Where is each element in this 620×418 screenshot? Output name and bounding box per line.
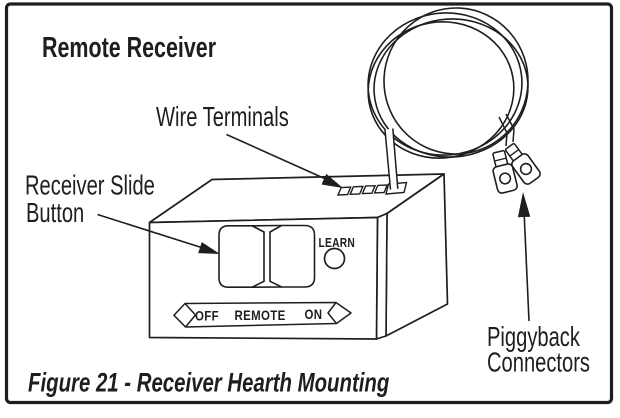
banner-left-chevron [184,302,197,328]
terminal-slot [349,185,364,196]
switch-label-remote: REMOTE [235,307,286,323]
svg-text:Figure 21 - Receiver Hearth Mo: Figure 21 - Receiver Hearth Mounting [28,369,390,398]
svg-text:LEARN: LEARN [319,237,356,250]
switch-label-off: OFF [195,307,219,323]
terminal-slot [361,184,377,195]
svg-text:Piggyback: Piggyback [487,322,581,353]
arrowhead [517,192,531,218]
piggyback-connectors-label-line1: Piggyback [487,322,581,353]
receiver-slide-button-label-line2: Button [26,198,84,229]
slide-button-arrow [97,213,220,254]
svg-text:ON: ON [305,306,323,322]
svg-text:Wire Terminals: Wire Terminals [156,102,289,133]
svg-text:Connectors: Connectors [487,347,590,378]
receiver-slide-button [218,224,316,288]
figure-border [4,2,614,405]
terminal-slot [336,186,352,196]
banner-right-chevron [327,302,338,324]
receiver-wires [384,128,399,190]
svg-text:Receiver Slide: Receiver Slide [25,170,155,201]
switch-label-on: ON [305,306,323,322]
piggyback-connectors-label-line2: Connectors [487,347,590,378]
switch-position-banner [173,301,352,328]
arrowhead [198,242,220,254]
learn-button [323,247,346,270]
receiver-slide-button-label-line1: Receiver Slide [25,170,155,201]
piggyback-connectors [492,142,541,194]
terminal-slot [373,184,389,194]
piggyback-connector [492,149,518,194]
piggyback-arrow [517,192,531,322]
wire-coil [367,7,529,159]
svg-text:REMOTE: REMOTE [235,307,286,323]
figure-caption: Figure 21 - Receiver Hearth Mounting [28,369,390,398]
svg-text:OFF: OFF [195,307,219,323]
slide-track-right [269,224,316,288]
arrowhead [321,173,343,188]
wire-terminals-arrow [226,133,343,188]
svg-text:Remote Receiver: Remote Receiver [42,32,216,64]
figure-title: Remote Receiver [42,32,216,64]
connector-wires [498,113,515,147]
wire-terminals-label: Wire Terminals [156,102,289,133]
learn-label: LEARN [319,237,356,250]
piggyback-connector [504,142,541,185]
slide-knob [218,225,265,288]
svg-text:Button: Button [26,198,84,229]
